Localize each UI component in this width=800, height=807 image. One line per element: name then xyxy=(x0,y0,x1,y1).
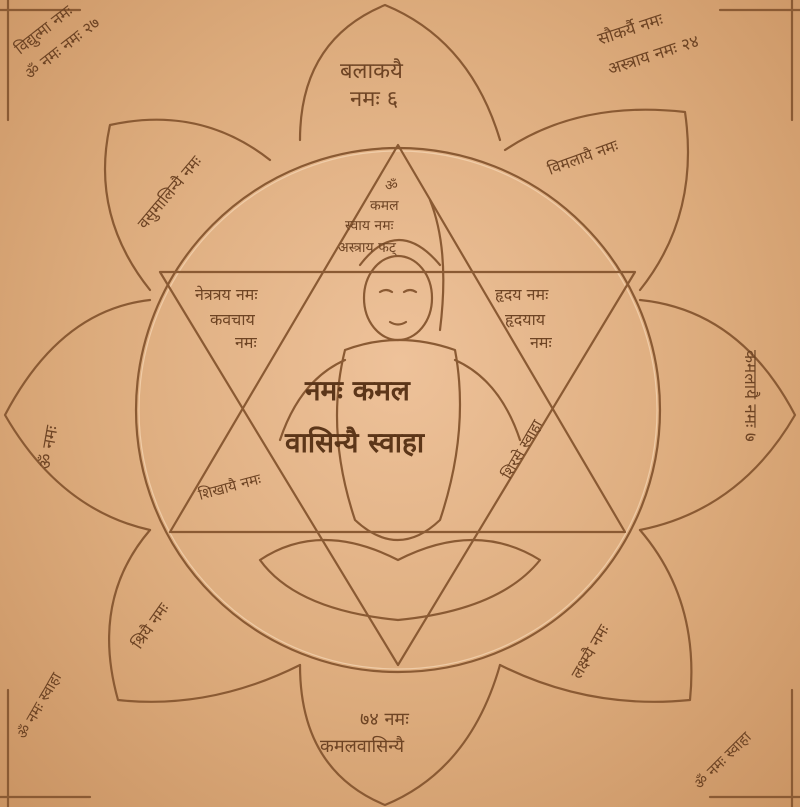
triangle-top-text-1: ॐ xyxy=(385,178,398,194)
eyes xyxy=(378,288,418,294)
lower-right-triangle-text: शिरसे स्वाहा xyxy=(498,416,547,482)
seated-lotus xyxy=(258,539,542,622)
triangle-left-text-1: नेत्रत्रय नमः xyxy=(195,285,258,304)
left-petal-text: ॐ नमः xyxy=(35,424,62,471)
center-mantra-line-2: वासिन्यै स्वाहा xyxy=(284,426,426,459)
petal-left xyxy=(3,298,152,532)
triangle-right-text-1: हृदय नमः xyxy=(495,285,549,304)
lotus-petals xyxy=(3,3,797,807)
lower-left-triangle-text: शिखायै नमः xyxy=(196,470,263,504)
crown xyxy=(358,239,442,267)
petal-lower-right xyxy=(498,528,693,703)
center-mantra-line-1: नमः कमल xyxy=(304,374,411,407)
mouth xyxy=(388,320,408,326)
arms xyxy=(278,198,522,442)
petal-upper-right xyxy=(503,108,690,292)
right-petal-text: कमलायै नमः ७ xyxy=(740,350,761,442)
top-petal-text-2: नमः ६ xyxy=(350,87,398,112)
triangle-left-text-2: कवचाय xyxy=(210,310,255,329)
petal-top xyxy=(298,3,502,142)
top-petal-text-1: बलाकयै xyxy=(340,58,404,84)
lower-left-petal-text: श्रियै नमः xyxy=(128,599,174,653)
face xyxy=(362,254,434,342)
petal-bottom xyxy=(298,663,502,807)
triangle-top-text-3: स्वाय नमः xyxy=(345,218,395,234)
inscriptions: बलाकयै नमः ६ विद्युत्मा नमः ॐ नमः नमः २७… xyxy=(11,1,761,793)
triangle-right-text-2: हृदयाय xyxy=(505,310,546,329)
bottom-right-corner-text: ॐ नमः स्वाहा xyxy=(690,727,755,792)
petal-right xyxy=(638,298,797,532)
bottom-left-corner-text: ॐ नमः स्वाहा xyxy=(13,668,66,742)
petal-lower-left xyxy=(108,528,302,703)
upward-triangle xyxy=(168,143,627,534)
triangle-top-text-2: कमल xyxy=(370,198,399,214)
body xyxy=(335,338,462,541)
upper-left-petal-text: वसुमालिन्यै नमः xyxy=(134,151,207,233)
circle-highlight xyxy=(138,150,658,670)
lower-right-petal-text: लक्ष्म्यै नमः xyxy=(567,621,613,682)
central-circle xyxy=(134,146,662,674)
deity-figure xyxy=(258,198,542,622)
downward-triangle xyxy=(158,270,637,667)
upper-right-petal-text: विमलायै नमः xyxy=(545,135,621,178)
bottom-petal-text-2: कमलवासिन्यै xyxy=(320,735,405,757)
triangle-right-text-3: नमः xyxy=(530,333,552,352)
triangle-left-text-3: नमः xyxy=(235,333,257,352)
petal-upper-left xyxy=(104,118,272,292)
triangle-top-text-4: अस्त्राय फट् xyxy=(338,240,397,256)
bottom-petal-text-1: ७४ नमः xyxy=(360,709,409,730)
